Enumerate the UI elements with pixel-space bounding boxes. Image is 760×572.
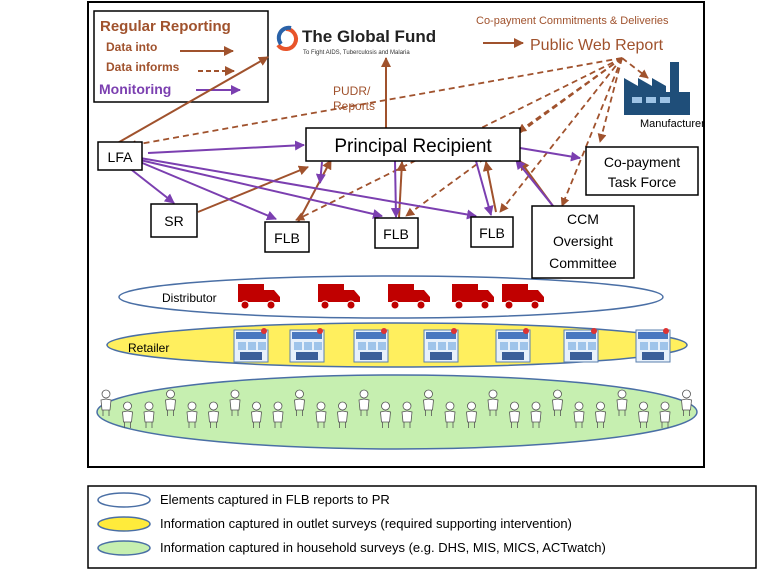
household-people-row (100, 389, 692, 428)
ccm-line1: CCM (567, 211, 599, 227)
shop-icon (635, 328, 671, 363)
global-fund-tagline: To Fight AIDS, Tuberculosis and Malaria (303, 50, 410, 56)
key-box-title: Regular Reporting (100, 18, 231, 35)
person-icon (337, 401, 348, 428)
person-icon (401, 401, 413, 428)
global-fund-swirl-icon-inner (276, 25, 292, 46)
public-report-title: Public Web Report (530, 37, 664, 54)
legend-text-household: Information captured in household survey… (160, 540, 606, 555)
principal-recipient-box (305, 127, 521, 162)
legend-box (87, 485, 757, 569)
person-icon (552, 389, 563, 416)
copayment-task-force-line1: Co-payment (604, 154, 680, 170)
truck-icon (238, 284, 280, 310)
lfa-box (97, 141, 143, 171)
person-icon (466, 401, 477, 428)
truck-row (238, 284, 544, 310)
flb-box-2-label: FLB (383, 226, 409, 242)
copayment-task-force-line2: Task Force (608, 174, 677, 190)
person-icon (122, 401, 133, 428)
key-data-into-label: Data into (106, 40, 157, 54)
truck-icon (388, 284, 430, 310)
flb-box-1 (264, 221, 310, 253)
legend-swatch-household (97, 540, 151, 556)
person-icon (272, 401, 284, 428)
person-icon (423, 389, 434, 416)
shop-icon (423, 328, 459, 363)
flb-box-3-label: FLB (479, 225, 505, 241)
global-fund-name: The Global Fund (302, 27, 436, 46)
copayment-task-force-box (585, 146, 699, 196)
factory-icon (624, 62, 690, 115)
key-monitoring-label: Monitoring (99, 81, 171, 97)
principal-recipient-label: Principal Recipient (334, 136, 492, 157)
shop-icon (563, 328, 599, 363)
shop-icon (289, 328, 325, 363)
person-icon (229, 389, 241, 416)
shop-icon (233, 328, 269, 363)
person-icon (315, 401, 327, 428)
truck-icon (502, 284, 544, 310)
person-icon (573, 401, 585, 428)
truck-icon (452, 284, 494, 310)
person-icon (380, 401, 391, 428)
pudr-label-line1: PUDR/ (333, 84, 371, 98)
flb-box-2 (374, 217, 419, 249)
person-icon (659, 401, 671, 428)
person-icon (165, 389, 176, 416)
ccm-line3: Committee (549, 255, 617, 271)
truck-icon (318, 284, 360, 310)
retailer-label: Retailer (128, 341, 169, 355)
global-fund-swirl-icon (276, 27, 298, 51)
person-icon (444, 401, 456, 428)
monitoring-arrows (127, 140, 581, 221)
distributor-label: Distributor (162, 291, 217, 305)
person-icon (595, 401, 606, 428)
legend-swatch-flb (97, 492, 151, 508)
person-icon (100, 389, 112, 416)
household-tier-ellipse (96, 374, 698, 450)
person-icon (208, 401, 219, 428)
person-icon (638, 401, 649, 428)
shop-icon (353, 328, 389, 363)
shop-icon (495, 328, 531, 363)
legend-swatch-outlet (97, 516, 151, 532)
person-icon (143, 401, 155, 428)
ccm-box (531, 205, 635, 279)
sr-label: SR (164, 213, 183, 229)
person-icon (487, 389, 499, 416)
shop-row (233, 328, 671, 363)
person-icon (509, 401, 520, 428)
flb-box-1-label: FLB (274, 230, 300, 246)
legend-text-outlet: Information captured in outlet surveys (… (160, 516, 572, 531)
person-icon (186, 401, 198, 428)
global-fund-logo (276, 25, 298, 51)
ccm-line2: Oversight (553, 233, 613, 249)
person-icon (251, 401, 262, 428)
legend-text-flb: Elements captured in FLB reports to PR (160, 492, 390, 507)
sr-box (150, 203, 198, 238)
flb-box-3 (470, 216, 514, 248)
manufacturer-label: Manufacturer (640, 118, 705, 130)
retailer-tier-ellipse (106, 322, 688, 368)
key-data-informs-label: Data informs (106, 60, 180, 74)
public-report-subtitle: Co-payment Commitments & Deliveries (476, 15, 669, 27)
person-icon (681, 389, 692, 416)
person-icon (616, 389, 628, 416)
person-icon (358, 389, 370, 416)
person-icon (294, 389, 305, 416)
lfa-label: LFA (108, 149, 134, 165)
person-icon (530, 401, 542, 428)
